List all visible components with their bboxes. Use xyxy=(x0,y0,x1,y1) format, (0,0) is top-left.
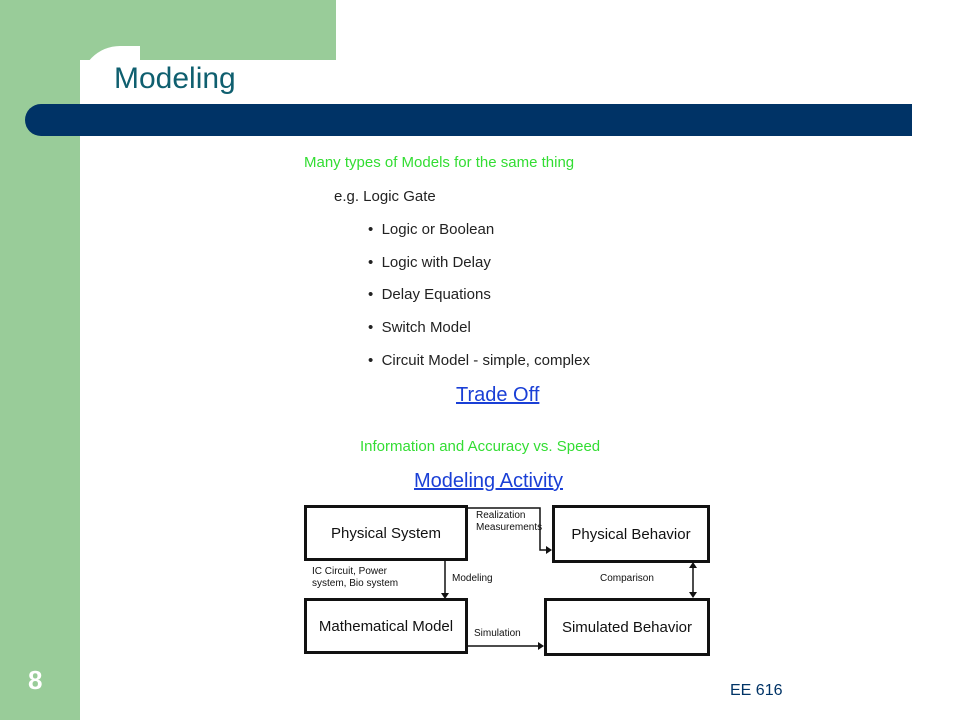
arrowhead-icon xyxy=(689,592,697,598)
top-band xyxy=(0,0,336,60)
list-item: • Logic or Boolean xyxy=(368,221,495,238)
example-text: e.g. Logic Gate xyxy=(334,188,436,205)
modeling-label: Modeling xyxy=(452,573,493,584)
headline: Many types of Models for the same thing xyxy=(304,154,575,171)
modeling-activity-link[interactable]: Modeling Activity xyxy=(414,470,563,492)
example-systems-label: IC Circuit, Power system, Bio system xyxy=(312,566,399,589)
arrowhead-icon xyxy=(441,593,449,599)
list-item: • Delay Equations xyxy=(368,286,491,303)
list-item: • Circuit Model - simple, complex xyxy=(368,352,590,369)
arrowhead-icon xyxy=(546,546,552,554)
tradeoff-text: Information and Accuracy vs. Speed xyxy=(360,438,601,455)
simulated-behavior-box: Simulated Behavior xyxy=(544,598,710,656)
list-item: • Switch Model xyxy=(368,319,471,336)
slide-title: Modeling xyxy=(114,62,236,95)
comparison-label: Comparison xyxy=(600,573,654,584)
realization-label: Realization Measurements xyxy=(476,510,543,533)
footer-text: EE 616 xyxy=(730,682,783,699)
realization-arrow xyxy=(468,507,546,551)
simulation-label: Simulation xyxy=(474,628,521,639)
diagram-arrows xyxy=(441,507,697,650)
slide-number: 8 xyxy=(28,665,43,695)
slide-content: Many types of Models for the same thing … xyxy=(300,150,720,660)
arrowhead-icon xyxy=(689,562,697,568)
mathematical-model-box: Mathematical Model xyxy=(304,598,468,654)
list-item: • Logic with Delay xyxy=(368,254,491,271)
tradeoff-link[interactable]: Trade Off xyxy=(456,384,540,406)
arrowhead-icon xyxy=(538,642,544,650)
physical-system-box: Physical System xyxy=(304,505,468,561)
physical-behavior-box: Physical Behavior xyxy=(552,505,710,563)
title-bar xyxy=(25,104,912,136)
